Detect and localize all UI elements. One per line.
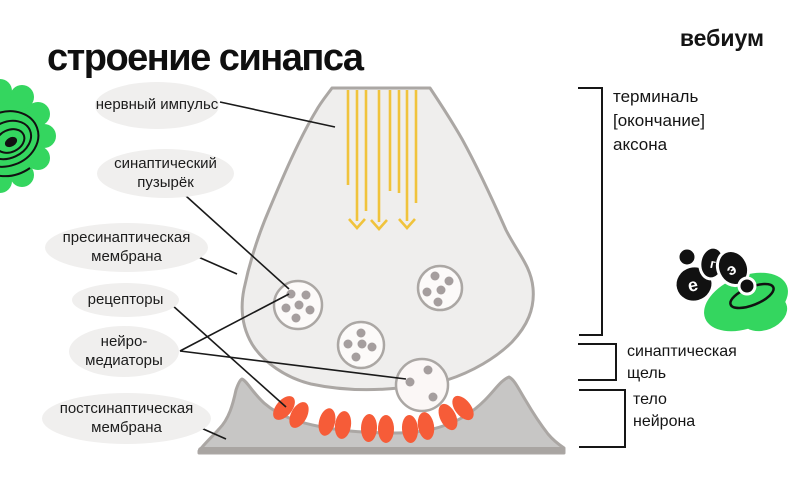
ege-logo: е г э xyxy=(673,245,788,332)
nerve-impulse-arrows xyxy=(346,90,418,231)
label-receptors: рецепторы xyxy=(72,283,179,317)
leader-neurotransmitters-1 xyxy=(179,293,290,352)
leader-neurotransmitters-2 xyxy=(179,350,407,380)
label-presynaptic-membrane: пресинаптическая мембрана xyxy=(45,223,208,272)
annotation-synaptic-cleft: синаптическая щель xyxy=(627,343,737,383)
leader-receptors xyxy=(171,304,287,408)
label-neurotransmitters: нейро-медиаторы xyxy=(69,326,179,377)
receptor-ovals xyxy=(273,395,474,443)
bracket-neuron-body xyxy=(579,389,626,448)
bracket-axon-terminal xyxy=(578,87,603,336)
logo-letter-g: г xyxy=(709,256,718,272)
axon-terminal-shape xyxy=(240,86,535,392)
page-title: строение синапса xyxy=(47,37,364,80)
leader-synaptic-vesicle xyxy=(185,195,290,290)
label-synaptic-vesicle: синаптический пузырёк xyxy=(97,149,234,198)
label-nerve-impulse: нервный импульс xyxy=(95,82,219,129)
brand-logo-text: вебиум xyxy=(679,25,764,51)
annotation-axon-terminal: терминаль [окончание] аксона xyxy=(613,87,706,155)
vesicle-dots xyxy=(281,271,454,362)
bracket-synaptic-cleft xyxy=(578,343,617,381)
logo-letter-e: е xyxy=(686,274,700,296)
neuron-body-shape xyxy=(197,375,566,455)
green-spiral-blob xyxy=(0,79,56,193)
annotation-brackets xyxy=(578,87,626,448)
label-postsynaptic-membrane: постсинаптическая мембрана xyxy=(42,393,211,444)
annotation-neuron-body: тело нейрона xyxy=(633,391,696,431)
fusing-vesicle xyxy=(394,357,450,413)
leader-nerve-impulse xyxy=(219,101,336,128)
